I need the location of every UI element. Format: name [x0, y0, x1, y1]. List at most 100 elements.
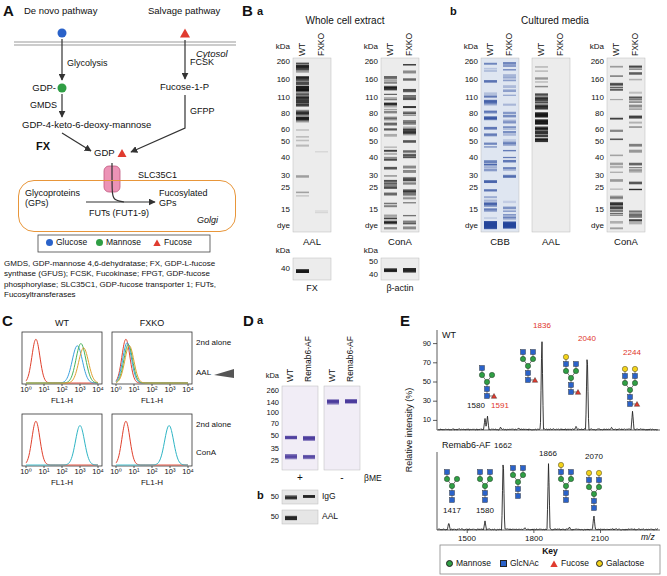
protein-band [503, 128, 516, 130]
axis-title: FL1-H [141, 478, 163, 487]
region-text: FUTs (FUT1-9) [89, 208, 149, 218]
protein-band [629, 219, 642, 221]
legend-swatch [550, 560, 558, 567]
protein-band [403, 221, 416, 223]
abbreviation-note: GMDS, GDP-mannose 4,6-dehydratase; FX, G… [4, 259, 234, 301]
protein-band [484, 134, 497, 136]
series-label: 2nd alone [196, 338, 231, 347]
glcnac-symbol [516, 494, 521, 499]
legend-swatch [96, 239, 103, 246]
fucose-symbol [491, 394, 496, 399]
protein-band [296, 86, 309, 88]
protein-band [403, 182, 416, 184]
protein-band [484, 111, 497, 114]
protein-band [629, 213, 642, 216]
protein-band [403, 128, 416, 130]
axis-title: FL1-H [51, 396, 73, 405]
marker-size: 80 [595, 109, 604, 118]
protein-band [285, 497, 297, 499]
protein-band [535, 66, 548, 67]
protein-band [484, 146, 497, 147]
protein-band [535, 130, 548, 133]
protein-band [629, 101, 642, 102]
protein-band [384, 94, 397, 95]
series-label: ConA [196, 448, 216, 457]
protein-band [403, 140, 416, 143]
region-text: Fucosylated GPs [159, 188, 225, 209]
protein-band [403, 177, 416, 179]
protein-band [327, 399, 339, 402]
protein-band [285, 437, 297, 440]
glcnac-symbol [564, 491, 569, 496]
panel-letter: D [243, 312, 254, 329]
unit-label: kDa [276, 42, 290, 51]
marker-size: 40 [369, 153, 378, 162]
region-text: Glycoproteins (GPs) [25, 188, 91, 209]
histogram-frame [112, 332, 192, 384]
fucose-symbol [532, 378, 537, 383]
probe-label: CBB [490, 237, 510, 248]
protein-band [535, 70, 548, 71]
protein-band [629, 189, 642, 190]
glycan-structure [563, 354, 580, 394]
axis-tick: 10⁰ [20, 386, 31, 395]
axis-tick: 10⁴ [182, 468, 194, 477]
subpanel-letter: b [450, 5, 457, 18]
protein-band [384, 182, 397, 184]
lane-label: Remab6-AF [346, 336, 356, 382]
protein-band [403, 64, 416, 66]
protein-band [535, 107, 548, 109]
glcnac-symbol [521, 466, 526, 471]
glcnac-symbol [592, 506, 597, 511]
protein-band [629, 167, 642, 168]
mannose-symbol [596, 484, 601, 489]
protein-band [503, 210, 516, 211]
mannose-symbol [482, 483, 487, 488]
protein-band [610, 89, 623, 91]
protein-band [535, 104, 548, 108]
axis-title: m/z [641, 533, 655, 543]
legend-entry: Mannose [446, 559, 491, 569]
marker-size: dye [277, 221, 290, 230]
marker-size: 60 [369, 125, 378, 134]
protein-band [610, 66, 623, 68]
protein-band [384, 227, 397, 229]
glcnac-symbol [633, 374, 638, 379]
protein-band [403, 70, 416, 73]
axis-tick: 50 [423, 378, 431, 387]
protein-band [610, 166, 623, 168]
protein-band [610, 227, 623, 229]
axis-tick: 2100 [591, 534, 609, 543]
metabolite-name: GDP-4-keto-6-deoxy-mannose [22, 120, 151, 131]
protein-band [503, 95, 516, 96]
panel-heading: Cultured media [521, 15, 589, 27]
protein-band [296, 102, 309, 106]
marker-size: 100 [266, 409, 279, 418]
axis-tick: 10² [57, 386, 68, 395]
mannose-symbol [484, 379, 489, 384]
marker-size: dye [465, 221, 478, 230]
protein-band [384, 205, 397, 207]
condition-sign: + [297, 472, 303, 484]
protein-band [629, 150, 642, 153]
protein-band [296, 116, 309, 118]
glcnac-symbol [587, 478, 592, 483]
protein-band [296, 82, 309, 85]
protein-band [535, 86, 548, 87]
mannose-symbol [515, 479, 520, 484]
key-frame [440, 545, 660, 574]
protein-band [296, 117, 309, 121]
protein-band [484, 180, 497, 183]
marker-size: 160 [365, 75, 378, 84]
axis-tick: 10⁴ [92, 468, 104, 477]
process-name: Glycolysis [67, 58, 108, 68]
mannose-symbol [489, 372, 494, 377]
protein-band [484, 160, 497, 163]
axis-tick-mark [533, 530, 534, 533]
glcnac-symbol [628, 395, 633, 400]
protein-band [403, 129, 416, 131]
axis-tick: 10³ [75, 386, 86, 395]
protein-band [629, 169, 642, 170]
legend-entry: Galactose [596, 559, 644, 569]
